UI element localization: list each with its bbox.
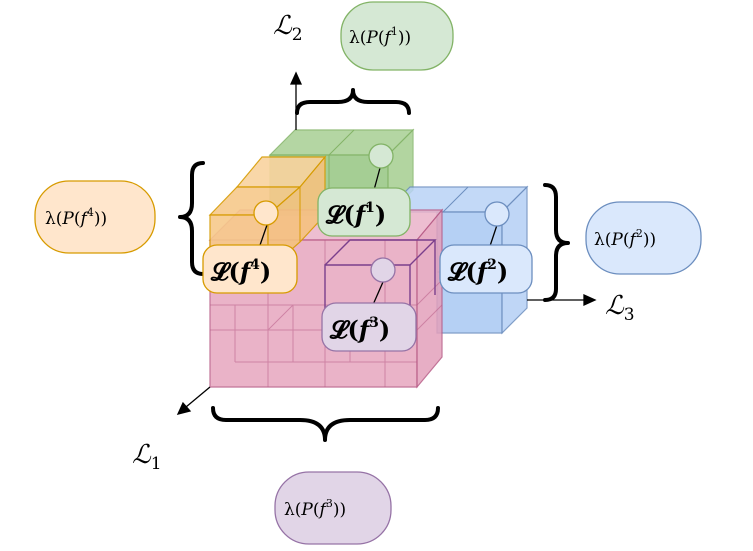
prior-box-f1: [340, 1, 454, 71]
loss-box-f3: [321, 302, 417, 352]
block-f3-node: [370, 257, 396, 283]
prior-label-f3: λ(P(f3)): [284, 497, 346, 520]
axes: [176, 71, 597, 415]
brace-top: [295, 88, 411, 115]
prior-label-f4: λ(P(f4)): [45, 206, 107, 229]
axis-l1-label: ℒ1: [132, 440, 162, 474]
prior-label-f2: λ(P(f2)): [594, 227, 656, 250]
axis-l2-label: ℒ2: [273, 11, 303, 45]
block-f1-node: [368, 143, 394, 169]
loss-box-f4: [202, 244, 298, 294]
prior-box-f4: [34, 180, 156, 254]
brace-left: [178, 161, 205, 276]
block-f3-side-face: [416, 208, 443, 389]
loss-label-f4: 𝓛(f4): [210, 257, 271, 286]
prior-box-f2: [585, 201, 702, 275]
axis-l1-line: [185, 386, 211, 408]
axis-l3-label: ℒ3: [605, 291, 635, 325]
loss-label-f3: 𝓛(f3): [329, 315, 390, 344]
loss-label-f1: 𝓛(f1): [325, 200, 386, 229]
brace-bottom: [211, 406, 440, 442]
prior-label-f1: λ(P(f1)): [349, 25, 411, 48]
prior-box-f3: [274, 471, 392, 545]
loss-box-f2: [439, 244, 533, 294]
block-f2-node: [484, 201, 510, 227]
block-f4-node: [253, 200, 279, 226]
brace-right: [543, 183, 570, 302]
loss-box-f1: [317, 187, 411, 237]
loss-label-f2: 𝓛(f2): [447, 257, 508, 286]
